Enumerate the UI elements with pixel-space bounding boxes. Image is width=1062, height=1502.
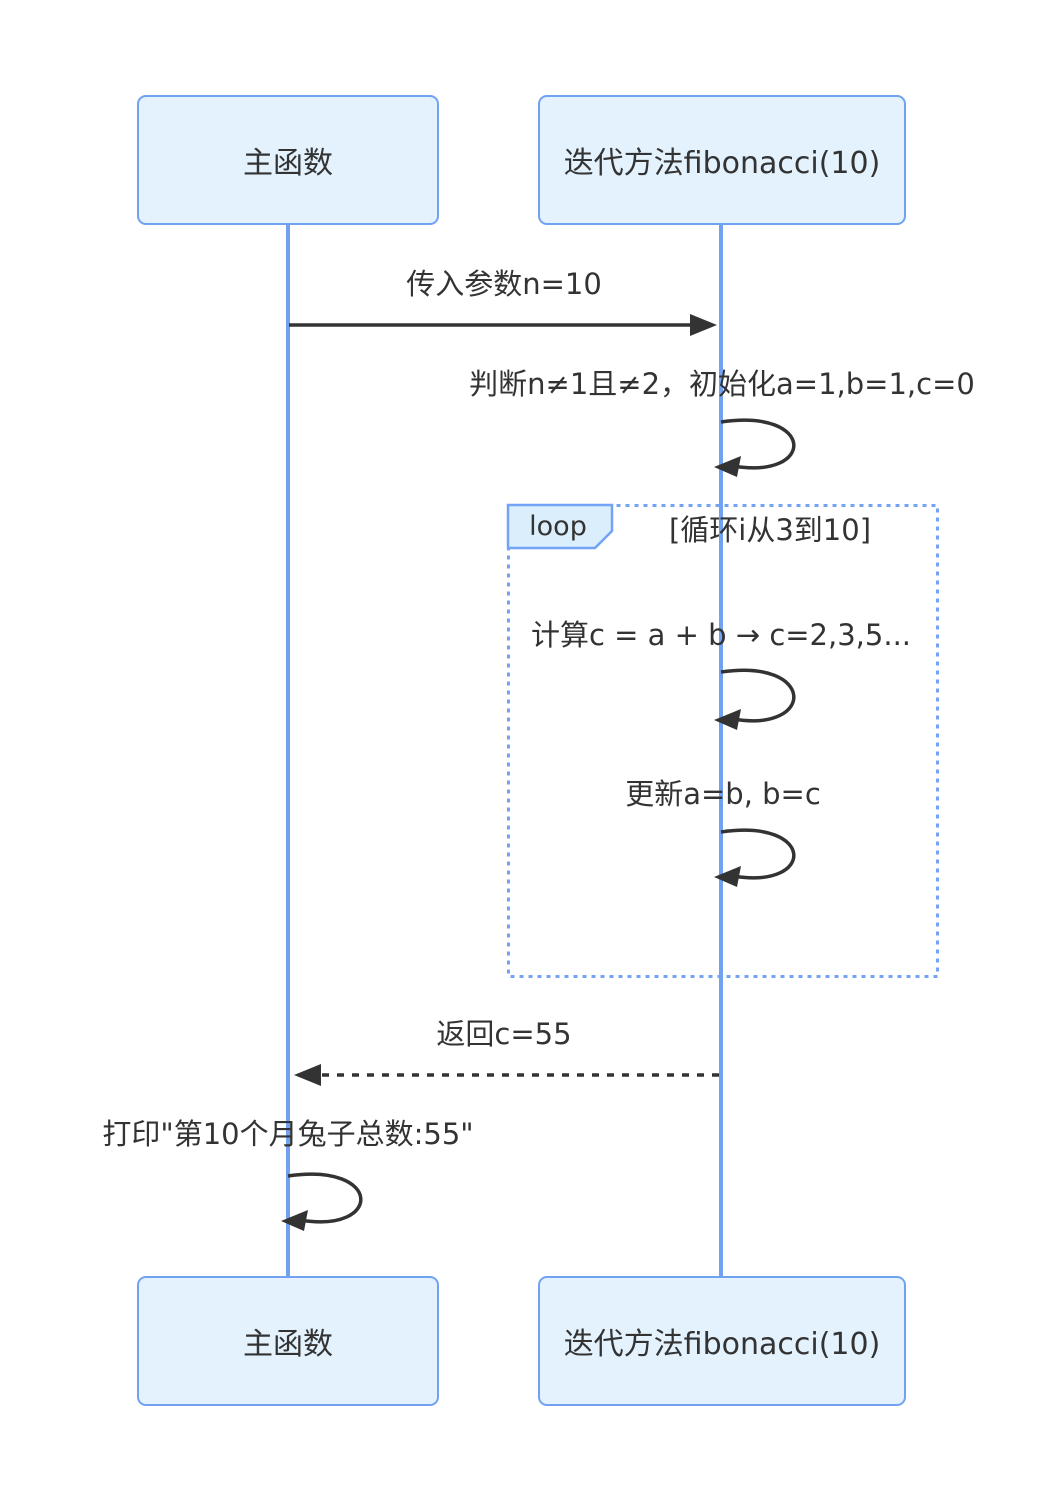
message-call-label: 传入参数n=10 — [406, 267, 602, 301]
actor-fib-bottom-label: 迭代方法fibonacci(10) — [563, 1327, 881, 1362]
loop-tag — [506, 503, 614, 550]
arrowhead-return — [294, 1064, 321, 1086]
actor-main-bottom-label: 主函数 — [243, 1327, 333, 1362]
self-loop-calc — [714, 668, 796, 730]
self-loop-update — [714, 828, 796, 887]
message-return-label: 返回c=55 — [436, 1017, 572, 1051]
actor-main-bottom: 主函数 — [137, 1276, 439, 1406]
arrow-call — [289, 314, 717, 336]
message-calc-label: 计算c = a + b → c=2,3,5... — [530, 618, 912, 652]
loop-tag-label: loop — [529, 510, 587, 542]
loop-condition: [循环i从3到10] — [668, 513, 872, 547]
message-print-label: 打印"第10个月兔子总数:55" — [102, 1117, 474, 1151]
actor-fib-bottom: 迭代方法fibonacci(10) — [538, 1276, 906, 1406]
self-loop-print — [281, 1172, 363, 1231]
arrowhead-calc — [714, 709, 741, 730]
self-loop-init — [714, 418, 796, 477]
arrow-return — [294, 1064, 719, 1086]
arrowhead-call — [690, 314, 717, 336]
arrowhead-update — [714, 866, 741, 887]
message-init-label: 判断n≠1且≠2，初始化a=1,b=1,c=0 — [469, 367, 975, 401]
actor-main-top: 主函数 — [137, 95, 439, 225]
arrowhead-print — [281, 1210, 308, 1231]
arrowhead-init — [714, 456, 741, 477]
actor-fib-top-label: 迭代方法fibonacci(10) — [563, 146, 881, 181]
actor-fib-top: 迭代方法fibonacci(10) — [538, 95, 906, 225]
actor-main-top-label: 主函数 — [243, 146, 333, 181]
message-update-label: 更新a=b, b=c — [625, 777, 821, 811]
